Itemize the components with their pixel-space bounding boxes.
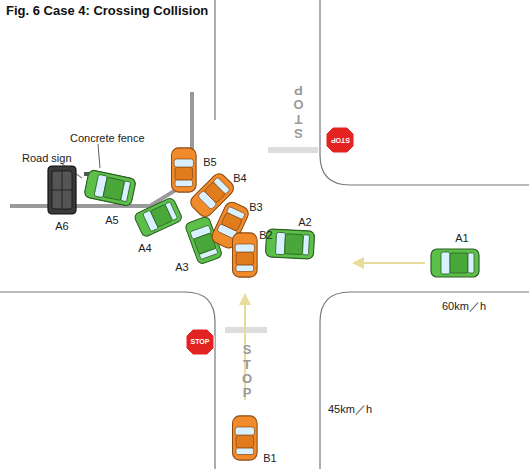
sign-label: Road sign (22, 152, 72, 164)
fence-label: Concrete fence (70, 132, 145, 144)
speed-label: 60km／h (442, 300, 486, 312)
road-marking: STOP (292, 83, 305, 140)
car-id: B4 (233, 172, 246, 184)
car-id: A6 (55, 220, 68, 232)
car-id: B3 (249, 201, 262, 213)
car-id: B5 (203, 156, 216, 168)
stop-sign-text: STOP (331, 136, 350, 144)
speed-label: 45km／h (328, 403, 372, 415)
road-marking: STOP (241, 343, 254, 400)
car-id: A5 (105, 214, 118, 226)
car-id: B2 (259, 229, 272, 241)
figure-title: Fig. 6 Case 4: Crossing Collision (6, 4, 208, 18)
stop-sign-text: STOP (191, 338, 210, 346)
car-id: A1 (455, 232, 468, 244)
car-id: A4 (138, 242, 151, 254)
car-id: A3 (175, 261, 188, 273)
car-id: A2 (298, 216, 311, 228)
car-id: B1 (263, 452, 276, 464)
